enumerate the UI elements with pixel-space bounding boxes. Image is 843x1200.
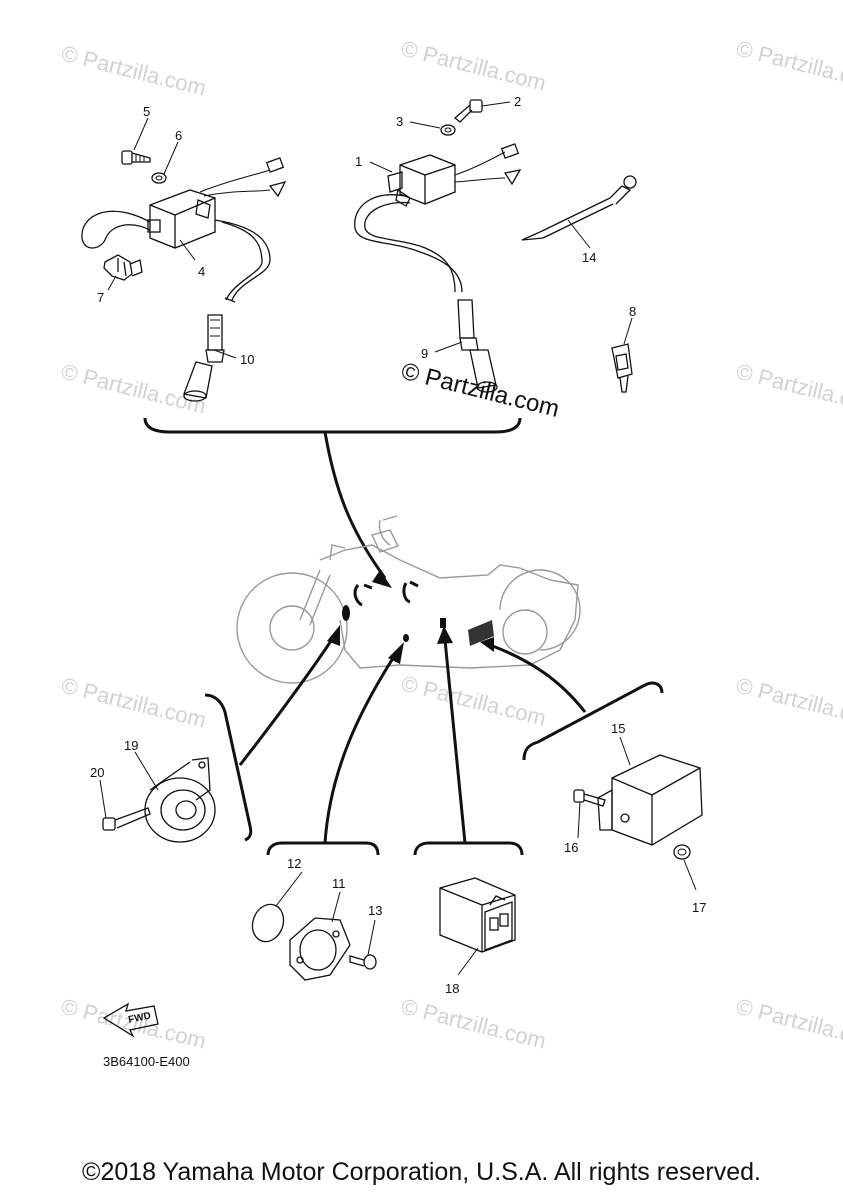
- watermark: © Partzilla.com: [399, 671, 549, 731]
- leader-lines: [99, 101, 697, 976]
- motorcycle-silhouette: [236, 515, 581, 684]
- ignition-coil-left: [81, 157, 287, 303]
- diagram-code: 3B64100-E400: [103, 1054, 190, 1069]
- group-bracket-top: [143, 417, 522, 434]
- watermark: © Partzilla.com: [59, 41, 209, 101]
- pointer-arrow: [480, 637, 494, 652]
- pointer-arrow: [327, 625, 340, 646]
- plug-cap-10: [183, 314, 225, 402]
- pointer-line: [323, 654, 397, 844]
- group-bracket-18: [413, 841, 524, 856]
- callout-18: 18: [445, 981, 459, 996]
- callout-14: 14: [582, 250, 596, 265]
- pointer-line: [323, 431, 387, 579]
- copyright-notice: ©2018 Yamaha Motor Corporation, U.S.A. A…: [82, 1158, 761, 1186]
- callout-11: 11: [332, 876, 346, 891]
- group-bracket-11: [266, 841, 380, 856]
- callout-2: 2: [514, 94, 521, 109]
- clamp-7: [103, 254, 143, 281]
- pointer-line: [489, 643, 587, 713]
- plug-cap-9: [457, 299, 498, 393]
- pointer-line: [238, 634, 337, 766]
- watermark: © Partzilla.com: [59, 673, 209, 733]
- lead-wire-14: [521, 175, 637, 241]
- watermark: © Partzilla.com: [399, 994, 549, 1054]
- bolt-20: [102, 807, 151, 831]
- washer-3: [440, 124, 456, 136]
- callout-10: 10: [240, 352, 254, 367]
- watermark: © Partzilla.com: [734, 673, 843, 733]
- screw-13: [349, 954, 377, 970]
- watermark: © Partzilla.com: [734, 36, 843, 96]
- fwd-arrow-icon: FWD: [102, 1002, 159, 1038]
- callout-8: 8: [629, 304, 636, 319]
- callout-9: 9: [421, 346, 428, 361]
- nut-17: [673, 844, 691, 860]
- callout-7: 7: [97, 290, 104, 305]
- pointer-arrow: [388, 642, 404, 664]
- callout-1: 1: [355, 154, 362, 169]
- callout-5: 5: [143, 104, 150, 119]
- watermark: © Partzilla.com: [734, 994, 843, 1054]
- callout-16: 16: [564, 840, 578, 855]
- relay-18: [439, 877, 516, 953]
- ignition-coil-right: [354, 143, 522, 293]
- o-ring-12: [251, 903, 285, 943]
- watermark: © Partzilla.com: [734, 359, 843, 419]
- group-bracket-horn: [204, 693, 253, 842]
- callout-19: 19: [124, 738, 138, 753]
- callout-3: 3: [396, 114, 403, 129]
- clip-8: [611, 343, 633, 393]
- callout-12: 12: [287, 856, 301, 871]
- bolt-2: [453, 99, 483, 123]
- callout-13: 13: [368, 903, 382, 918]
- group-bracket-15: [522, 681, 664, 761]
- callout-17: 17: [692, 900, 706, 915]
- rectifier-15: [597, 754, 703, 846]
- callout-6: 6: [175, 128, 182, 143]
- bolt-5: [121, 150, 151, 165]
- pointer-arrow: [437, 626, 453, 644]
- fwd-label: FWD: [127, 1010, 152, 1025]
- horn-19: [144, 757, 216, 843]
- washer-6: [151, 172, 167, 184]
- callout-15: 15: [611, 721, 625, 736]
- bolt-16: [573, 789, 606, 807]
- callout-labels: 1 2 3 4 5 6 7 8 9 10 11 12 13 14 15 16 1…: [90, 94, 706, 996]
- pointer-arrow: [372, 570, 392, 588]
- callout-4: 4: [198, 264, 205, 279]
- watermark-group: © Partzilla.com © Partzilla.com © Partzi…: [59, 36, 843, 1054]
- sensor-11: [289, 917, 351, 981]
- pointer-line: [443, 639, 467, 844]
- callout-20: 20: [90, 765, 104, 780]
- watermark: © Partzilla.com: [399, 36, 549, 96]
